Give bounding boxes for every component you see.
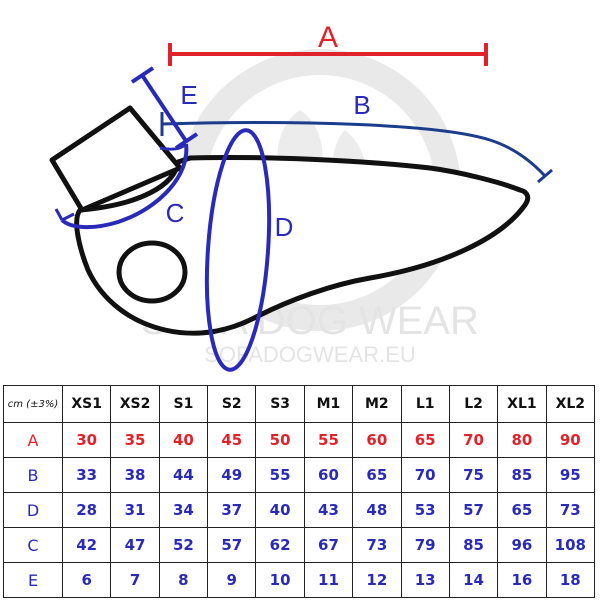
table-cell: 65 [497,492,547,528]
table-cell: 44 [158,457,209,493]
table-cell: 12 [352,562,402,598]
table-cell: 65 [400,422,450,458]
table-cell: 62 [255,527,305,563]
collar-outline [49,105,183,213]
leg-hole [116,240,188,304]
table-cell: 16 [497,562,547,598]
table-cell: 75 [448,457,499,493]
arrow-c-icon [54,208,75,222]
table-cell: 35 [110,422,160,458]
table-cell: 96 [497,527,547,563]
table-cell: 47 [110,527,160,563]
measure-c: C [54,142,189,229]
table-cell: 42 [61,527,112,563]
size-header: XS2 [110,385,160,423]
table-cell: 37 [207,492,257,528]
label-c: C [166,198,185,228]
size-header: XL1 [497,385,547,423]
table-cell: 34 [158,492,209,528]
size-header: M1 [303,385,354,423]
table-cell: 50 [255,422,305,458]
size-header: S3 [255,385,305,423]
table-cell: 79 [400,527,450,563]
table-cell: 53 [400,492,450,528]
measure-a: A [168,21,488,66]
table-cell: 28 [61,492,112,528]
table-cell: 40 [255,492,305,528]
size-header: XS1 [61,385,112,423]
table-cell: 73 [545,492,596,528]
table-cell: 60 [352,422,402,458]
size-header-row: cm (±3%) XS1 XS2 S1 S2 S3 M1 M2 L1 L2 XL… [3,385,596,423]
size-chart-table: cm (±3%) XS1 XS2 S1 S2 S3 M1 M2 L1 L2 XL… [3,385,596,598]
table-cell: 60 [303,457,354,493]
table-cell: 18 [545,562,596,598]
table-cell: 6 [61,562,112,598]
table-cell: 57 [207,527,257,563]
table-row: D 28 31 34 37 40 43 48 53 57 65 73 [3,492,596,528]
table-cell: 95 [545,457,596,493]
table-cell: 52 [158,527,209,563]
table-cell: 73 [352,527,402,563]
table-row: E 6 7 8 9 10 11 12 13 14 16 18 [3,562,596,598]
row-label: D [3,492,63,528]
table-cell: 13 [400,562,450,598]
table-cell: 10 [255,562,305,598]
row-label: C [3,527,63,563]
watermark-url: SOFADOGWEAR.EU [204,342,415,367]
table-cell: 70 [400,457,450,493]
table-cell: 67 [303,527,354,563]
table-cell: 33 [61,457,112,493]
size-header: S1 [158,385,209,423]
table-cell: 85 [448,527,499,563]
label-b: B [353,90,370,120]
row-label: B [3,457,63,493]
table-row: B 33 38 44 49 55 60 65 70 75 85 95 [3,457,596,493]
size-header: XL2 [545,385,596,423]
table-row: C 42 47 52 57 62 67 73 79 85 96 108 [3,527,596,563]
measure-e: E [130,66,199,150]
measure-b: B [160,90,553,184]
row-label: A [3,422,63,458]
table-cell: 7 [110,562,160,598]
table-cell: 55 [255,457,305,493]
table-cell: 80 [497,422,547,458]
table-cell: 40 [158,422,209,458]
table-cell: 43 [303,492,354,528]
row-label: E [3,562,63,598]
table-cell: 65 [352,457,402,493]
table-cell: 9 [207,562,257,598]
table-cell: 57 [448,492,499,528]
table-cell: 14 [448,562,499,598]
table-cell: 49 [207,457,257,493]
measure-d: D [204,128,294,372]
coat-outline [74,154,531,336]
measurement-diagram: SOFA DOG WEAR SOFADOGWEAR.EU A B E C D [49,21,553,372]
unit-label: cm (±3%) [3,385,63,423]
size-header: L2 [448,385,499,423]
size-header: M2 [352,385,402,423]
label-d: D [275,212,294,242]
label-a: A [318,21,338,54]
table-cell: 11 [303,562,354,598]
table-cell: 30 [61,422,112,458]
table-cell: 45 [207,422,257,458]
table-cell: 70 [448,422,499,458]
table-cell: 38 [110,457,160,493]
label-e: E [180,80,197,110]
table-cell: 55 [303,422,354,458]
size-header: S2 [207,385,257,423]
table-cell: 48 [352,492,402,528]
table-cell: 85 [497,457,547,493]
table-cell: 90 [545,422,596,458]
table-cell: 108 [545,527,596,563]
table-cell: 31 [110,492,160,528]
size-header: L1 [400,385,450,423]
table-cell: 8 [158,562,209,598]
table-row: A 30 35 40 45 50 55 60 65 70 80 90 [3,422,596,458]
